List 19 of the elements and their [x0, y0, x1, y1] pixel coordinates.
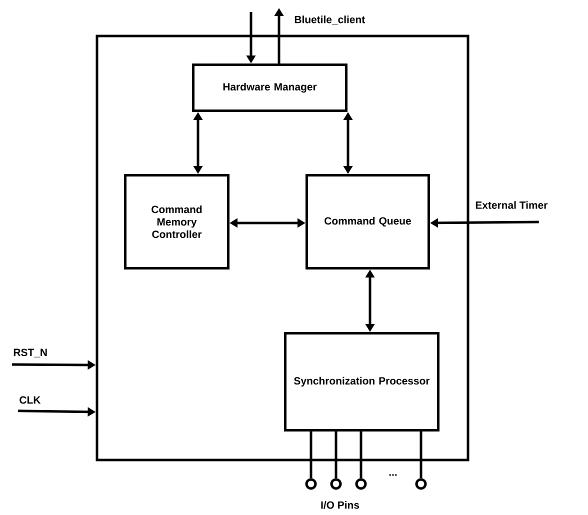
signal-label: RST_N — [14, 348, 47, 358]
label: I/O Pins — [321, 501, 360, 509]
pin-line — [360, 431, 362, 478]
component-box: Hardware Manager — [192, 63, 348, 112]
pin-circle — [355, 478, 367, 490]
signal-label: External Timer — [476, 201, 548, 209]
pin-circle — [415, 478, 427, 490]
component-box: Command Queue — [306, 174, 430, 270]
component-box: Command Memory Controller — [124, 174, 230, 270]
signal-label: CLK — [20, 396, 41, 404]
pin-line — [420, 431, 422, 478]
component-box: Synchronization Processor — [284, 332, 440, 432]
signal-label: Bluetile_client — [294, 16, 365, 24]
label: ... — [389, 474, 397, 476]
pin-line — [334, 431, 338, 478]
chip-outline — [96, 34, 470, 462]
pin-circle — [305, 478, 317, 490]
pin-line — [310, 431, 312, 478]
pin-circle — [330, 478, 342, 490]
